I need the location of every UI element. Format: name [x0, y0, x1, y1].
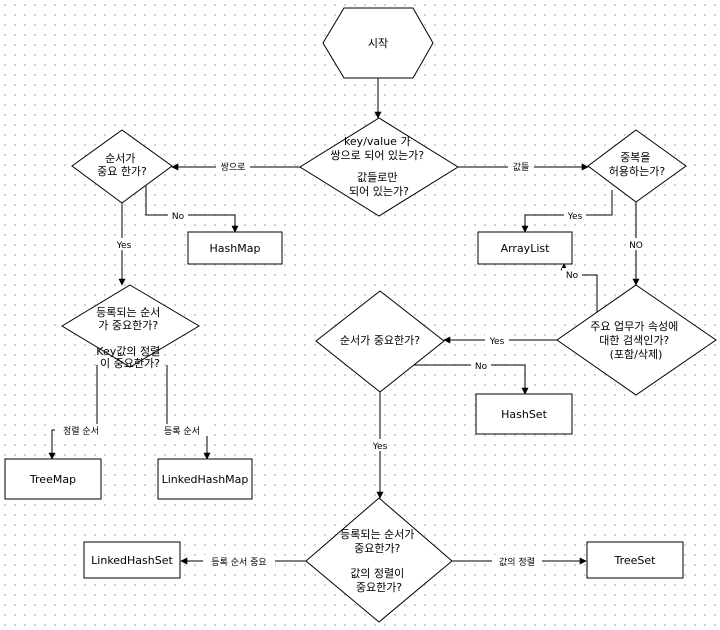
order-map-line-1: 순서가	[105, 152, 135, 165]
dup-line-2: 허용하는가?	[609, 164, 666, 178]
hashset-box[interactable]: HashSet	[475, 393, 573, 435]
pair-decision-label: key/value 가 쌍으로 되어 있는가? 값들로만 되어 있는가?	[330, 135, 427, 198]
set-order-line-2: 중요한가?	[354, 542, 400, 555]
order-set-decision[interactable]: 순서가 중요한가?	[315, 290, 445, 393]
map-order-line-4: 이 중요한가?	[100, 357, 160, 370]
treeset-box[interactable]: TreeSet	[586, 541, 684, 579]
set-order-line-3: 값의 정렬이	[350, 567, 404, 580]
edge-label-reg-order: 등록 순서	[164, 426, 200, 437]
edge-label-set-yes: Yes	[372, 442, 388, 452]
hashset-label: HashSet	[501, 408, 547, 421]
dup-label: 중복을 허용하는가?	[609, 151, 666, 178]
search-line-1: 주요 업무가 속성에	[590, 320, 678, 333]
map-order-line-2: 가 중요한가?	[98, 319, 158, 332]
linkedhashset-box[interactable]: LinkedHashSet	[83, 541, 181, 579]
search-line-3: (포함/삭제)	[610, 348, 663, 361]
map-order-kind-label: 등록되는 순서 가 중요한가? Key값의 정렬 이 중요한가?	[96, 306, 164, 370]
map-order-line-3: Key값의 정렬	[96, 345, 160, 358]
edge-sort-order	[48, 365, 98, 460]
edge-label-dup-no: NO	[629, 241, 643, 251]
search-decision[interactable]: 주요 업무가 속성에 대한 검색인가? (포함/삭제)	[556, 284, 717, 396]
edge-labels: 쌍으로 값들 No Yes Yes NO No Yes No Yes 정렬 순서…	[55, 160, 646, 568]
edge-label-dup-yes: Yes	[567, 212, 583, 222]
order-map-line-2: 중요 한가?	[97, 165, 147, 178]
dup-line-1: 중복을	[620, 151, 650, 164]
start-label: 시작	[368, 37, 388, 50]
search-line-2: 대한 검색인가?	[599, 334, 669, 347]
hashmap-box[interactable]: HashMap	[187, 231, 283, 265]
set-order-line-1: 등록되는 순서가	[340, 528, 414, 541]
edge-label-sort-order: 정렬 순서	[63, 426, 99, 437]
edge-reg-order	[166, 365, 211, 460]
edge-label-pair: 쌍으로	[221, 162, 246, 173]
edge-label-map-no: No	[172, 212, 185, 222]
order-map-decision[interactable]: 순서가 중요 한가?	[71, 129, 173, 204]
start-node[interactable]: 시작	[322, 7, 434, 79]
edge-label-search-no: No	[566, 271, 579, 281]
set-order-line-4: 중요한가?	[356, 581, 402, 594]
search-label: 주요 업무가 속성에 대한 검색인가? (포함/삭제)	[590, 320, 681, 361]
edge-label-search-yes: Yes	[489, 337, 505, 347]
dup-decision[interactable]: 중복을 허용하는가?	[587, 129, 687, 203]
edge-label-map-yes: Yes	[116, 241, 132, 251]
edge-label-set-no: No	[475, 362, 488, 372]
edge-set-no	[404, 364, 529, 395]
linkedhashset-label: LinkedHashSet	[91, 554, 173, 567]
pair-line-1: key/value 가	[344, 135, 411, 148]
order-map-label: 순서가 중요 한가?	[97, 152, 147, 178]
set-order-kind-label: 등록되는 순서가 중요한가? 값의 정렬이 중요한가?	[340, 528, 418, 594]
edge-label-values-only: 값들	[513, 161, 530, 173]
linkedhashmap-label: LinkedHashMap	[162, 473, 249, 486]
treemap-box[interactable]: TreeMap	[4, 458, 102, 500]
treeset-label: TreeSet	[614, 554, 657, 567]
edge-label-reg-order-important: 등록 순서 중요	[211, 557, 266, 568]
arraylist-box[interactable]: ArrayList	[477, 231, 573, 265]
pair-line-2: 쌍으로 되어 있는가?	[330, 149, 424, 162]
edge-order-map-no	[145, 185, 239, 233]
set-order-kind-decision[interactable]: 등록되는 순서가 중요한가? 값의 정렬이 중요한가?	[305, 497, 453, 623]
arraylist-label: ArrayList	[501, 242, 551, 255]
treemap-label: TreeMap	[29, 473, 76, 486]
hashmap-label: HashMap	[210, 242, 261, 255]
pair-line-4: 되어 있는가?	[349, 185, 409, 198]
pair-line-3: 값들로만	[357, 171, 397, 184]
linkedhashmap-box[interactable]: LinkedHashMap	[157, 458, 253, 500]
order-set-label: 순서가 중요한가?	[340, 334, 420, 347]
edge-label-value-sort: 값의 정렬	[499, 556, 535, 568]
map-order-kind-decision[interactable]: 등록되는 순서 가 중요한가? Key값의 정렬 이 중요한가?	[61, 284, 200, 370]
map-order-line-1: 등록되는 순서	[96, 306, 160, 319]
pair-decision[interactable]: key/value 가 쌍으로 되어 있는가? 값들로만 되어 있는가?	[299, 117, 459, 217]
